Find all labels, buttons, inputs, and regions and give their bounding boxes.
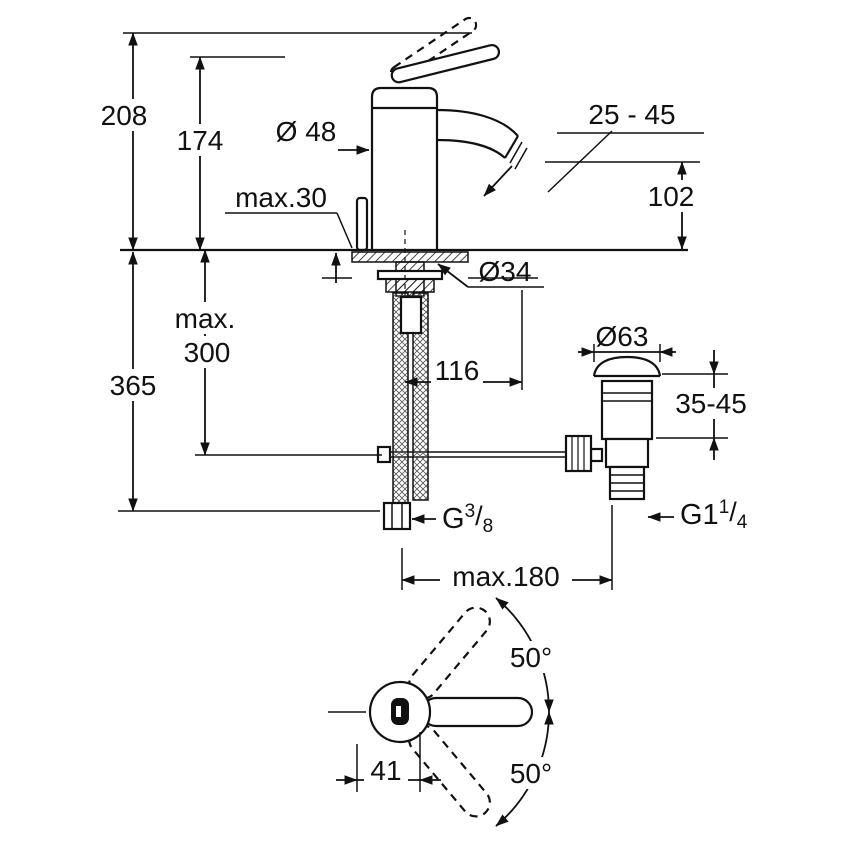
dim-hose-length: max. 300 (168, 249, 382, 456)
dim-hole-diameter: Ø34 (437, 256, 544, 288)
lever-base-slot (396, 706, 401, 717)
dim-waste-thread: G11/4 (647, 497, 748, 533)
dim-body-diameter: Ø 48 (276, 116, 370, 155)
label-mask (168, 302, 242, 334)
spout-outlet-face (504, 135, 519, 159)
dim-spout-height-label: 102 (648, 181, 695, 212)
aerator-line-1 (509, 141, 523, 164)
label-mask (98, 99, 150, 131)
hose-connection-nut (382, 501, 412, 531)
label-mask (364, 756, 408, 784)
lever-alt-position-dashed (389, 16, 478, 82)
dim-body-height: 174 (172, 56, 228, 251)
dim-spout-height: 102 (545, 161, 700, 250)
leader-line (336, 212, 353, 249)
dim-center-distance: max.180 (401, 505, 613, 592)
dim-hose-max-word: max. (175, 303, 236, 334)
faucet-side-view (120, 16, 688, 531)
lever-top-view: 50° 50° 41 (328, 597, 558, 827)
leader-arrow (437, 263, 469, 288)
label-mask (172, 124, 228, 156)
dim-lever-length-label: 41 (370, 755, 401, 786)
label-mask (178, 336, 236, 368)
dim-deck-thickness-label: max.30 (235, 182, 327, 213)
flow-direction-arrow (483, 165, 513, 197)
dim-below-deck-length: 365 (106, 251, 380, 512)
label-mask (431, 356, 483, 386)
hose-fitting (399, 295, 423, 335)
dim-center-distance-label: max.180 (452, 561, 559, 592)
label-mask (440, 559, 572, 592)
swing-upper-label: 50° (510, 642, 552, 673)
dim-lever-length: 41 (336, 732, 441, 792)
mounting-nut (385, 278, 435, 293)
waste-thread-label: G11/4 (680, 497, 748, 533)
dim-waste-flange-diameter: Ø63 (578, 321, 676, 362)
dim-below-deck-label: 365 (110, 370, 157, 401)
aerator-line-2 (514, 147, 528, 170)
dim-waste-range-label: 35-45 (675, 388, 747, 419)
dim-deck-thickness: max.30 (225, 182, 353, 283)
lever-handle (390, 43, 501, 84)
spout-top-edge (436, 108, 519, 137)
dim-supply-thread: G3/8 (411, 501, 493, 537)
label-mask (672, 388, 750, 419)
waste-mid-body (604, 437, 650, 469)
rod-connector (589, 447, 604, 463)
dim-body-height-label: 174 (177, 125, 224, 156)
dim-stream-range: 25 - 45 (557, 99, 704, 134)
supply-hose-right (412, 292, 429, 501)
dim-waste-flange-label: Ø63 (596, 321, 649, 352)
label-mask (106, 369, 162, 401)
dim-body-diameter-label: Ø 48 (276, 116, 337, 147)
label-mask (645, 180, 699, 212)
spout-bottom-edge (436, 138, 506, 159)
dim-rod-offset: 116 (404, 290, 523, 390)
escutcheon (351, 251, 469, 263)
dim-waste-deck-range: 35-45 (656, 350, 750, 460)
dim-rod-offset-label: 116 (435, 355, 480, 386)
horseshoe-washer (376, 269, 444, 281)
dim-total-height: 208 (98, 32, 150, 251)
lever-top (420, 696, 534, 728)
waste-assembly (564, 355, 662, 501)
dim-stream-range-label: 25 - 45 (588, 99, 675, 130)
supply-thread-label: G3/8 (442, 501, 493, 537)
dim-total-height-label: 208 (101, 100, 148, 131)
swing-lower-label: 50° (510, 758, 552, 789)
faucet-body (370, 86, 439, 250)
label-mask (506, 641, 558, 673)
waste-flange-dome (592, 355, 662, 377)
dim-hole-diameter-label: Ø34 (479, 256, 532, 287)
popup-rod (355, 196, 369, 252)
label-mask (506, 757, 558, 789)
waste-upper-body (600, 379, 654, 441)
dim-hose-max-value: 300 (184, 337, 231, 368)
